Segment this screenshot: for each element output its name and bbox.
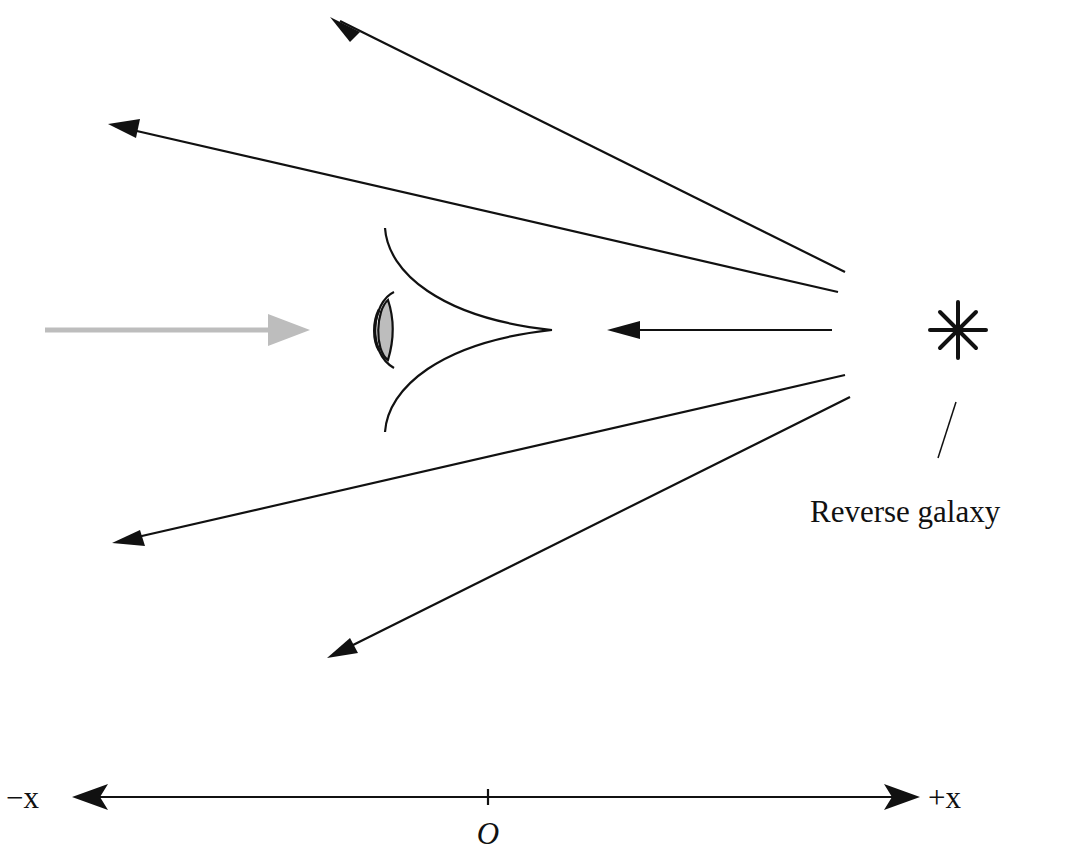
reverse-galaxy-symbol (930, 302, 986, 358)
x-axis (72, 784, 920, 810)
galaxy-label: Reverse galaxy (810, 496, 1000, 527)
light-ray (120, 375, 845, 541)
axis-label: +x (928, 782, 961, 813)
light-ray (615, 329, 832, 331)
origin-label: O (477, 818, 499, 849)
light-ray (333, 397, 850, 655)
light-ray (340, 21, 845, 272)
motion-arrow (45, 314, 310, 346)
light-rays (108, 17, 850, 658)
light-ray (115, 126, 838, 292)
eye (375, 228, 553, 432)
axis-label: −x (6, 782, 39, 813)
leader-line (938, 402, 956, 458)
